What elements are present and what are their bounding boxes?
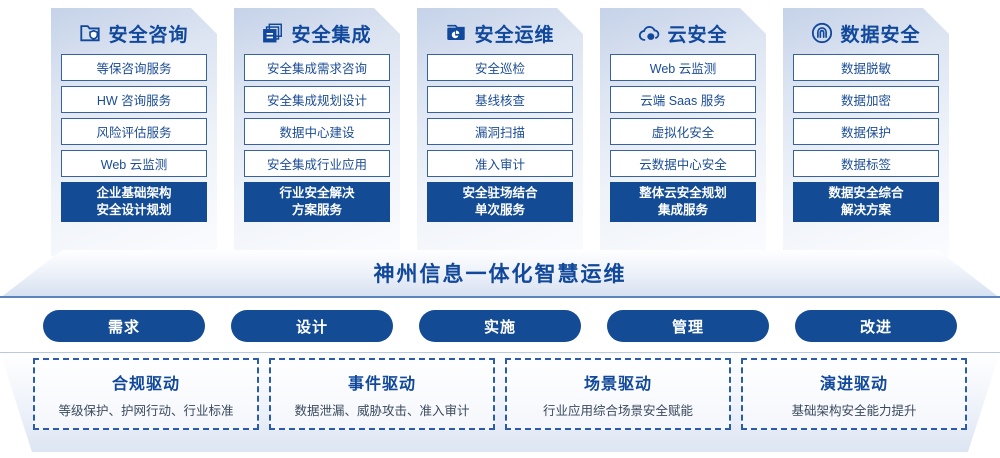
column-header: 安全咨询 <box>61 8 207 54</box>
service-item[interactable]: 数据中心建设 <box>244 118 390 145</box>
driver-description: 等级保护、护网行动、行业标准 <box>58 403 234 418</box>
service-item[interactable]: 安全集成规划设计 <box>244 86 390 113</box>
phase-pill-implementation[interactable]: 实施 <box>419 310 581 342</box>
driver-description: 基础架构安全能力提升 <box>791 403 917 418</box>
service-item[interactable]: Web 云监测 <box>610 54 756 81</box>
folder-shield-icon <box>79 22 101 44</box>
cloud-icon <box>638 22 660 44</box>
service-item[interactable]: 风险评估服务 <box>61 118 207 145</box>
service-item[interactable]: 数据标签 <box>793 150 939 177</box>
driver-description: 数据泄漏、威胁攻击、准入审计 <box>294 403 470 418</box>
stacked-documents-icon <box>262 22 284 44</box>
column-title: 安全运维 <box>474 24 555 46</box>
phase-pill-design[interactable]: 设计 <box>231 310 393 342</box>
column-title: 数据安全 <box>840 24 921 46</box>
service-item[interactable]: 安全集成行业应用 <box>244 150 390 177</box>
column-header: 安全运维 <box>427 8 573 54</box>
banner-bottom-edge <box>0 296 1000 298</box>
service-item[interactable]: 安全集成需求咨询 <box>244 54 390 81</box>
driver-card-scenario[interactable]: 场景驱动 行业应用综合场景安全赋能 <box>505 358 731 430</box>
service-column-security-operations[interactable]: 安全运维 安全巡检 基线核查 漏洞扫描 准入审计 安全驻场结合 单次服务 <box>417 8 583 256</box>
solution-line-1: 行业安全解决 <box>279 186 355 200</box>
solution-line-1: 整体云安全规划 <box>639 186 727 200</box>
driver-card-compliance[interactable]: 合规驱动 等级保护、护网行动、行业标准 <box>33 358 259 430</box>
drivers-section: 合规驱动 等级保护、护网行动、行业标准 事件驱动 数据泄漏、威胁攻击、准入审计 … <box>0 352 1000 452</box>
monitor-chart-icon <box>445 22 467 44</box>
driver-card-evolution[interactable]: 演进驱动 基础架构安全能力提升 <box>741 358 967 430</box>
solution-line-2: 安全设计规划 <box>96 203 172 217</box>
column-header: 数据安全 <box>793 8 939 54</box>
service-item[interactable]: 数据保护 <box>793 118 939 145</box>
column-header: 安全集成 <box>244 8 390 54</box>
column-title: 云安全 <box>667 24 728 46</box>
solution-line-2: 集成服务 <box>657 203 708 217</box>
service-item[interactable]: 等保咨询服务 <box>61 54 207 81</box>
service-column-security-integration[interactable]: 安全集成 安全集成需求咨询 安全集成规划设计 数据中心建设 安全集成行业应用 行… <box>234 8 400 256</box>
solution-line-1: 数据安全综合 <box>828 186 904 200</box>
service-item[interactable]: 准入审计 <box>427 150 573 177</box>
banner-shape <box>0 250 1000 298</box>
solution-line-1: 企业基础架构 <box>96 186 172 200</box>
phase-pill-demand[interactable]: 需求 <box>43 310 205 342</box>
driver-title: 合规驱动 <box>111 375 180 393</box>
column-header: 云安全 <box>610 8 756 54</box>
service-column-data-security[interactable]: 数据安全 数据脱敏 数据加密 数据保护 数据标签 数据安全综合 解决方案 <box>783 8 949 256</box>
solution-line-2: 解决方案 <box>840 203 891 217</box>
column-solution-footer[interactable]: 数据安全综合 解决方案 <box>793 182 939 222</box>
driver-title: 事件驱动 <box>347 375 416 393</box>
column-title: 安全集成 <box>291 24 372 46</box>
lifecycle-phases: 需求 设计 实施 管理 改进 <box>0 310 1000 342</box>
service-item[interactable]: HW 咨询服务 <box>61 86 207 113</box>
service-item[interactable]: 云端 Saas 服务 <box>610 86 756 113</box>
driver-title: 演进驱动 <box>819 375 888 393</box>
fingerprint-icon <box>811 22 833 44</box>
solution-line-2: 方案服务 <box>291 203 342 217</box>
platform-banner: 神州信息一体化智慧运维 <box>0 250 1000 298</box>
banner-title: 神州信息一体化智慧运维 <box>373 262 627 286</box>
drivers-top-edge <box>0 352 1000 353</box>
service-item[interactable]: 漏洞扫描 <box>427 118 573 145</box>
column-solution-footer[interactable]: 行业安全解决 方案服务 <box>244 182 390 222</box>
service-item[interactable]: 安全巡检 <box>427 54 573 81</box>
driver-title: 场景驱动 <box>583 375 652 393</box>
drivers-row: 合规驱动 等级保护、护网行动、行业标准 事件驱动 数据泄漏、威胁攻击、准入审计 … <box>0 358 1000 430</box>
service-item[interactable]: Web 云监测 <box>61 150 207 177</box>
service-item[interactable]: 基线核查 <box>427 86 573 113</box>
solution-line-1: 安全驻场结合 <box>462 186 538 200</box>
service-item[interactable]: 云数据中心安全 <box>610 150 756 177</box>
service-item[interactable]: 数据脱敏 <box>793 54 939 81</box>
service-columns: 安全咨询 等保咨询服务 HW 咨询服务 风险评估服务 Web 云监测 企业基础架… <box>0 8 1000 256</box>
column-solution-footer[interactable]: 整体云安全规划 集成服务 <box>610 182 756 222</box>
column-solution-footer[interactable]: 企业基础架构 安全设计规划 <box>61 182 207 222</box>
service-column-cloud-security[interactable]: 云安全 Web 云监测 云端 Saas 服务 虚拟化安全 云数据中心安全 整体云… <box>600 8 766 256</box>
service-column-security-consulting[interactable]: 安全咨询 等保咨询服务 HW 咨询服务 风险评估服务 Web 云监测 企业基础架… <box>51 8 217 256</box>
phase-pill-improvement[interactable]: 改进 <box>795 310 957 342</box>
driver-description: 行业应用综合场景安全赋能 <box>542 403 693 418</box>
driver-card-incident[interactable]: 事件驱动 数据泄漏、威胁攻击、准入审计 <box>269 358 495 430</box>
phase-pill-management[interactable]: 管理 <box>607 310 769 342</box>
solution-line-2: 单次服务 <box>474 203 525 217</box>
service-item[interactable]: 虚拟化安全 <box>610 118 756 145</box>
column-title: 安全咨询 <box>108 24 189 46</box>
service-item[interactable]: 数据加密 <box>793 86 939 113</box>
column-solution-footer[interactable]: 安全驻场结合 单次服务 <box>427 182 573 222</box>
